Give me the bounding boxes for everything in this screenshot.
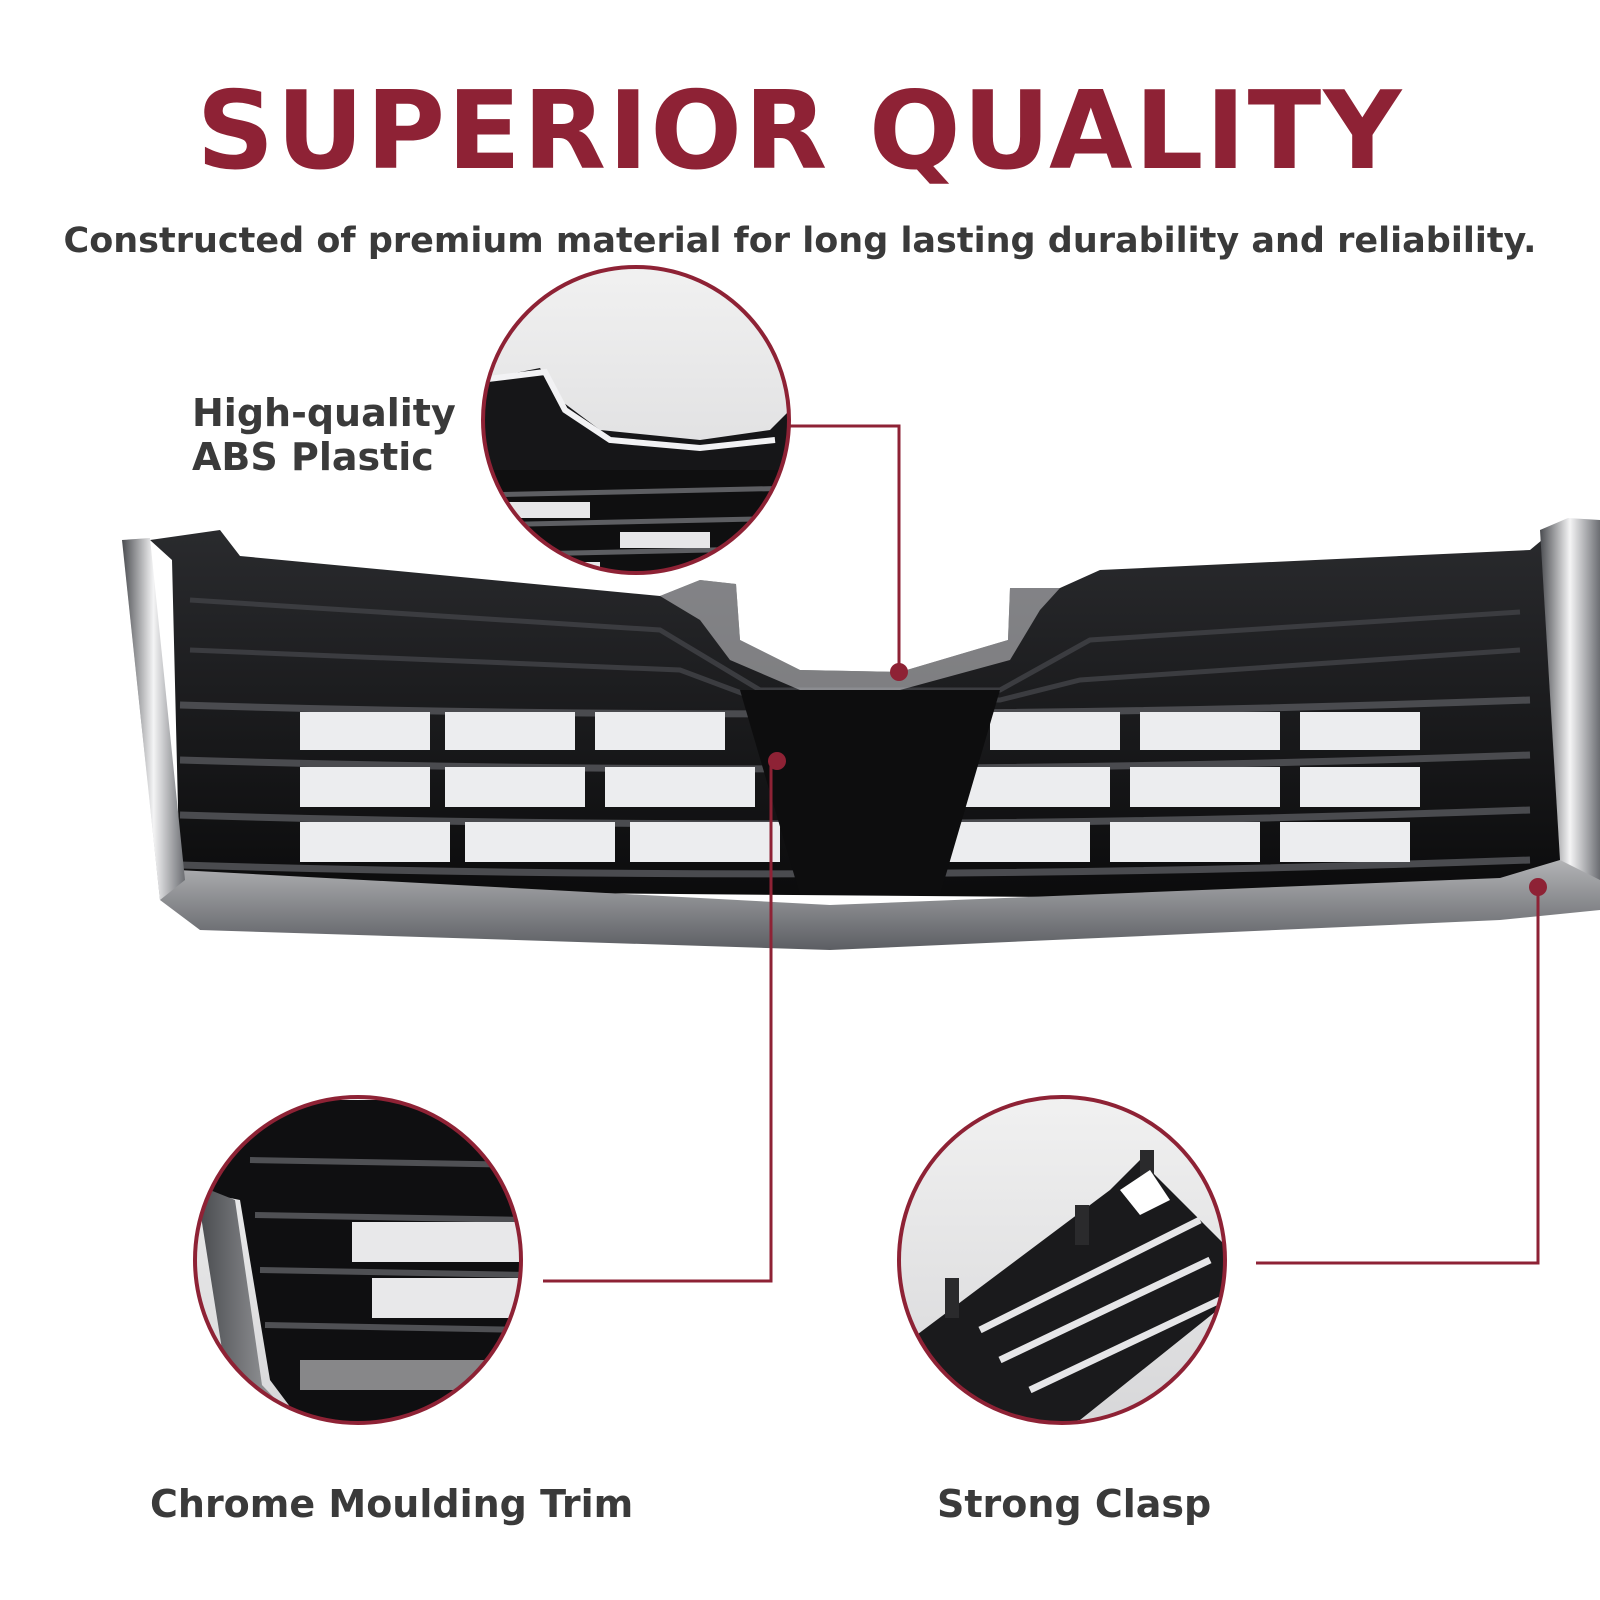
callout-dots <box>768 663 1547 896</box>
headline: SUPERIOR QUALITY <box>196 69 1404 194</box>
label-abs-plastic-line2: ABS Plastic <box>192 434 434 479</box>
grille-center-v <box>740 690 1000 895</box>
chrome-trim <box>122 538 1600 950</box>
zoom-abs-plastic <box>481 265 791 575</box>
subheadline: Constructed of premium material for long… <box>63 221 1537 261</box>
callout-leaders <box>543 424 1540 1283</box>
label-strong-clasp: Strong Clasp <box>937 1482 1212 1526</box>
grille-openings <box>300 712 1420 862</box>
label-abs-plastic: High-quality ABS Plastic <box>192 391 456 479</box>
zoom-chrome-trim <box>193 1095 523 1425</box>
label-abs-plastic-line1: High-quality <box>192 391 456 435</box>
label-chrome-trim: Chrome Moulding Trim <box>150 1482 634 1526</box>
grille-main-image <box>122 518 1600 950</box>
zoom-strong-clasp <box>897 1095 1227 1425</box>
